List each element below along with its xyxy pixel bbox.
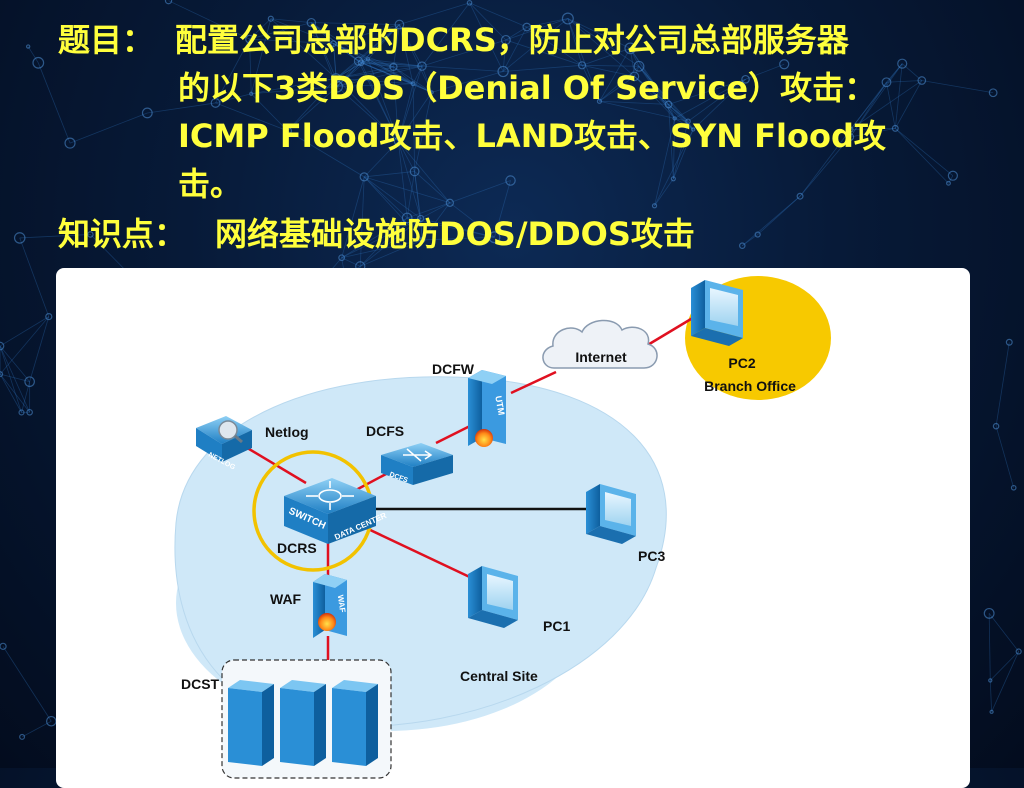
background-link [364, 171, 414, 176]
dcfw-label: DCFW [432, 361, 475, 377]
background-link [996, 426, 1014, 488]
background-link [364, 177, 450, 203]
background-node [467, 1, 471, 5]
waf-firewall-icon: WAF [313, 574, 347, 638]
background-link [996, 342, 1009, 426]
background-link [886, 81, 921, 83]
dcfs-label: DCFS [366, 423, 404, 439]
storage-server-icon [228, 680, 274, 766]
dcrs-label: DCRS [277, 540, 317, 556]
pc3-label: PC3 [638, 548, 665, 564]
title-line-3: ICMP Flood攻击、LAND攻击、SYN Flood攻 [178, 114, 886, 159]
topology-panel: Internet PC2 Branch Office DCFW UTM N [56, 268, 970, 788]
background-link [895, 128, 953, 175]
background-link [415, 171, 450, 202]
pc3-computer-icon [586, 484, 636, 544]
pc2-label: PC2 [728, 355, 755, 371]
background-link [70, 113, 147, 143]
background-link [992, 652, 1019, 712]
background-link [989, 613, 1019, 651]
background-link [3, 646, 51, 721]
title-line-1: 配置公司总部的DCRS，防止对公司总部服务器 [175, 18, 849, 63]
pc2-computer-icon [691, 280, 743, 346]
pc1-computer-icon [468, 566, 518, 628]
pc1-label: PC1 [543, 618, 570, 634]
background-link [895, 128, 948, 183]
waf-label: WAF [270, 591, 302, 607]
background-link [38, 63, 70, 143]
internet-label: Internet [575, 349, 627, 365]
knowledge-label: 知识点： [58, 212, 186, 257]
internet-cloud-icon: Internet [543, 320, 657, 368]
branch-office-label: Branch Office [704, 378, 796, 394]
fire-icon [475, 429, 493, 447]
title-line-2: 的以下3类DOS（Denial Of Service）攻击： [178, 66, 876, 111]
background-link [922, 81, 993, 93]
background-link [20, 238, 49, 317]
background-link [989, 613, 990, 680]
background-link [742, 196, 800, 245]
network-topology-diagram: Internet PC2 Branch Office DCFW UTM N [56, 268, 970, 788]
background-link [886, 82, 895, 128]
storage-server-icon [280, 680, 326, 766]
background-link [990, 680, 991, 711]
background-link [450, 181, 511, 203]
knowledge-text: 网络基础设施防DOS/DDOS攻击 [215, 212, 695, 257]
dcfw-firewall-icon: UTM [468, 370, 507, 447]
background-link [886, 64, 902, 83]
background-link [990, 652, 1018, 681]
title-label: 题目： [58, 18, 154, 63]
background-link [0, 317, 49, 375]
fire-icon [318, 613, 336, 631]
background-node [989, 89, 997, 97]
storage-server-icon [332, 680, 378, 766]
background-link [895, 64, 902, 129]
title-line-4: 击。 [178, 162, 242, 207]
dcst-label: DCST [181, 676, 220, 692]
netlog-label: Netlog [265, 424, 309, 440]
background-link [0, 346, 30, 382]
central-site-label: Central Site [460, 668, 538, 684]
